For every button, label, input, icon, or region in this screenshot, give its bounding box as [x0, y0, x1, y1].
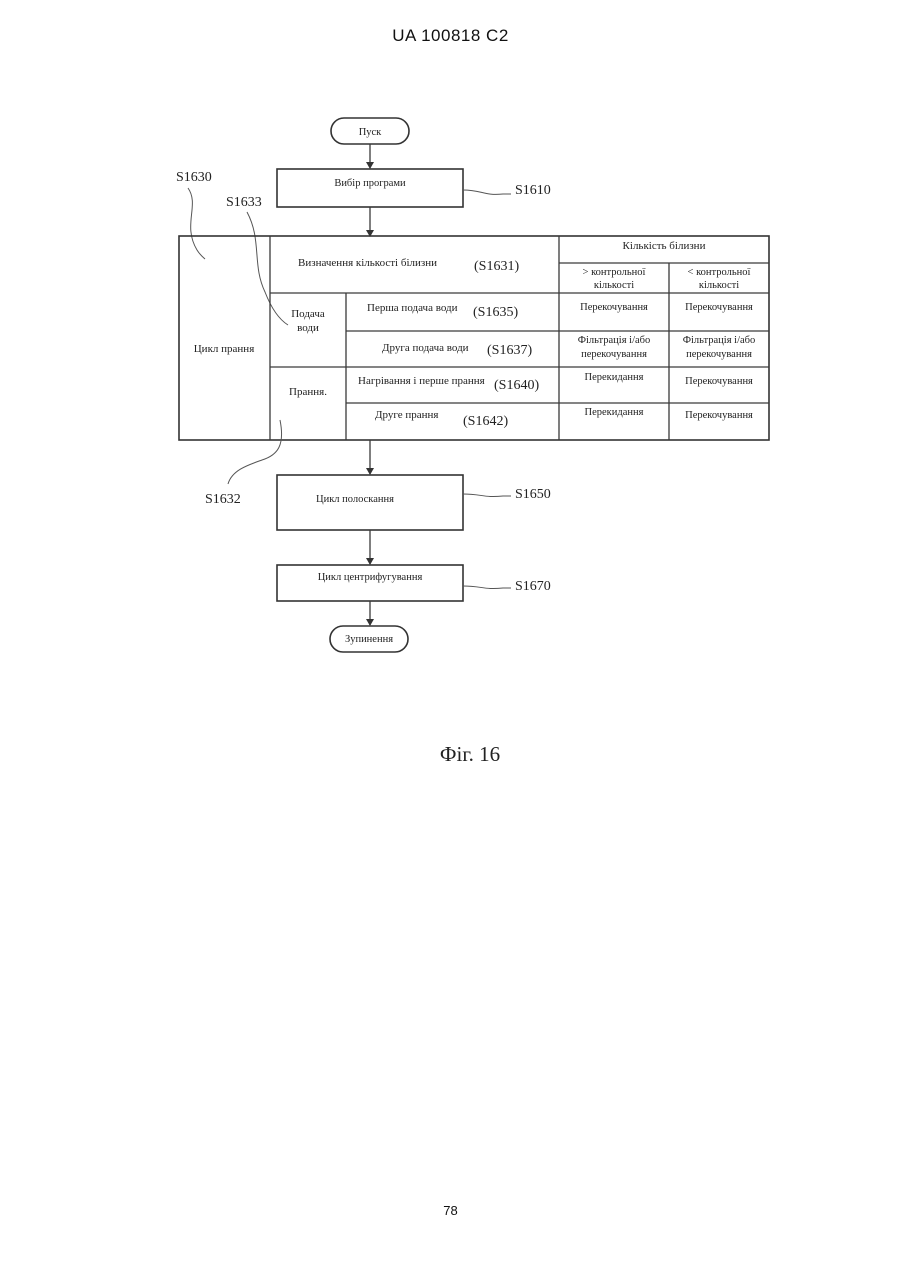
table-cell-less-line2: перекочування [686, 349, 752, 360]
step-label-s1610: S1610 [515, 183, 551, 198]
table-cell-greater: Перекидання [585, 407, 644, 418]
arrow-head [366, 162, 374, 169]
table-cell-greater-line1: Фільтрація і/або [578, 335, 651, 346]
leader-line [463, 586, 511, 589]
col-greater-line1: > контрольної [583, 267, 646, 278]
table-row-step: Друга подача води [382, 342, 469, 354]
table-row-step: Визначення кількості білизни [298, 257, 437, 269]
table-cell-greater: Перекочування [580, 302, 648, 313]
table-row-code: (S1635) [473, 305, 518, 320]
step-label-s1632: S1632 [205, 492, 241, 507]
arrow-head [366, 619, 374, 626]
group-washing-label: Прання. [289, 386, 327, 398]
page-number: 78 [0, 1203, 901, 1218]
table-row-code: (S1637) [487, 343, 532, 358]
col-greater-line2: кількості [594, 280, 634, 291]
table-cell-greater-line2: перекочування [581, 349, 647, 360]
program-selection-label: Вибір програми [334, 178, 406, 189]
figure-caption: Фіг. 16 [440, 742, 500, 766]
table-row-step: Нагрівання і перше прання [358, 375, 485, 387]
leader-line [463, 494, 511, 497]
table-cell-less-line1: Фільтрація і/або [683, 335, 756, 346]
start-label: Пуск [359, 127, 382, 138]
table-cell-less: Перекочування [685, 302, 753, 313]
col-less-line2: кількості [699, 280, 739, 291]
table-cell-greater: Перекидання [585, 372, 644, 383]
step-label-s1633: S1633 [226, 195, 262, 210]
spin-cycle-label: Цикл центрифугування [318, 572, 423, 583]
leader-line [247, 212, 288, 325]
group-water-supply-line1: Подача [291, 308, 325, 320]
spin-cycle-box [277, 565, 463, 601]
table-row-code: (S1642) [463, 414, 508, 429]
step-label-s1650: S1650 [515, 487, 551, 502]
table-cell-less: Перекочування [685, 410, 753, 421]
table-row-code: (S1640) [494, 378, 539, 393]
leader-line [228, 420, 282, 484]
col-less-line1: < контрольної [688, 267, 751, 278]
table-row-step: Друге прання [375, 409, 438, 421]
laundry-amount-header: Кількість білизни [623, 240, 706, 252]
step-label-s1670: S1670 [515, 579, 551, 594]
step-label-s1630: S1630 [176, 170, 212, 185]
arrow-head [366, 558, 374, 565]
table-row-step: Перша подача води [367, 302, 458, 314]
table-row-code: (S1631) [474, 259, 519, 274]
leader-line [463, 190, 511, 194]
rinse-cycle-label: Цикл полоскання [316, 494, 394, 505]
wash-cycle-label: Цикл прання [194, 343, 255, 355]
arrow-head [366, 468, 374, 475]
leader-line [188, 188, 205, 259]
group-water-supply-line2: води [297, 322, 319, 334]
table-cell-less: Перекочування [685, 376, 753, 387]
wash-cycle-table: Цикл прання Подача води Прання. Кількіст… [179, 236, 769, 440]
stop-label: Зупинення [345, 634, 393, 645]
